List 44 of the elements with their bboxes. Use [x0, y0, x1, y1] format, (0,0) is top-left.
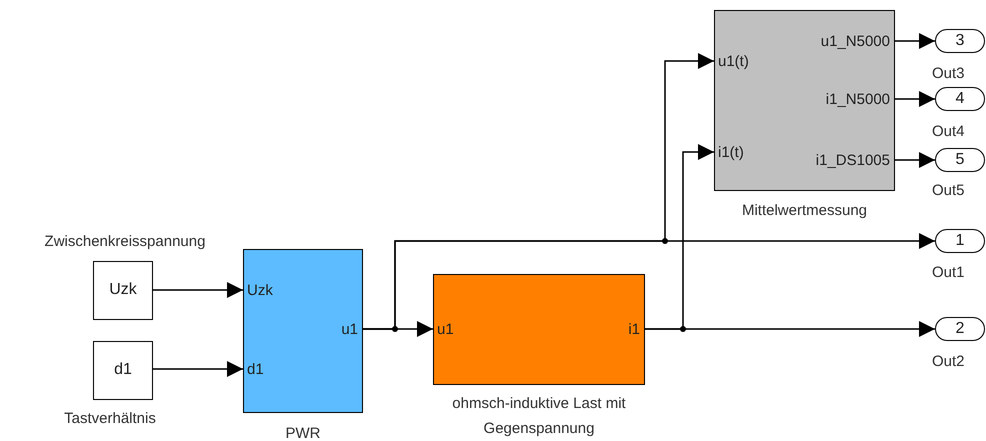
port-number: 4: [954, 90, 966, 108]
port-label: i1: [628, 322, 640, 338]
port-label: i1_N5000: [826, 92, 890, 108]
port-number: 1: [954, 232, 966, 250]
subsystem-block: [714, 10, 895, 191]
outport-block: [935, 148, 985, 172]
outport-block: [935, 229, 985, 253]
signal-arrow: [363, 233, 935, 330]
port-label: u1: [341, 322, 358, 338]
block-name: Out3: [932, 64, 966, 84]
block-value: Uzk: [108, 281, 138, 299]
port-label: u1(t): [718, 54, 749, 70]
signal-arrow: [895, 152, 935, 168]
block-name: Out2: [932, 352, 966, 372]
outport-block: [935, 87, 985, 111]
block-name: Mittelwertmessung: [740, 201, 868, 221]
block-name: Out5: [932, 181, 966, 201]
block-name: Zwischenkreisspannung: [44, 232, 206, 252]
block-name: Tastverhältnis: [63, 409, 157, 429]
outport-block: [935, 317, 985, 341]
signal-arrow: [895, 33, 935, 49]
block-name: ohmsch-induktive Last mit Gegenspannung: [451, 394, 627, 439]
constant-block: [93, 341, 153, 400]
block-value: d1: [113, 361, 133, 379]
subsystem-block: [243, 249, 363, 413]
block-name: PWR: [284, 424, 322, 441]
subsystem-block: [433, 274, 645, 385]
port-number: 2: [954, 320, 966, 338]
constant-block: [93, 261, 153, 320]
signal-arrow: [895, 91, 935, 107]
signal-arrow: [153, 282, 243, 298]
port-label: Uzk: [247, 283, 273, 299]
port-label: u1: [437, 322, 454, 338]
port-number: 5: [954, 150, 966, 168]
port-label: i1(t): [718, 145, 744, 161]
block-name: Out4: [932, 122, 966, 142]
block-name: Out1: [932, 263, 966, 283]
port-number: 3: [954, 32, 966, 50]
port-label: i1_DS1005: [816, 153, 890, 169]
port-label: u1_N5000: [820, 34, 890, 50]
port-label: d1: [247, 362, 264, 378]
signal-arrow: [645, 321, 935, 337]
outport-block: [935, 29, 985, 53]
signal-arrow: [153, 361, 243, 377]
